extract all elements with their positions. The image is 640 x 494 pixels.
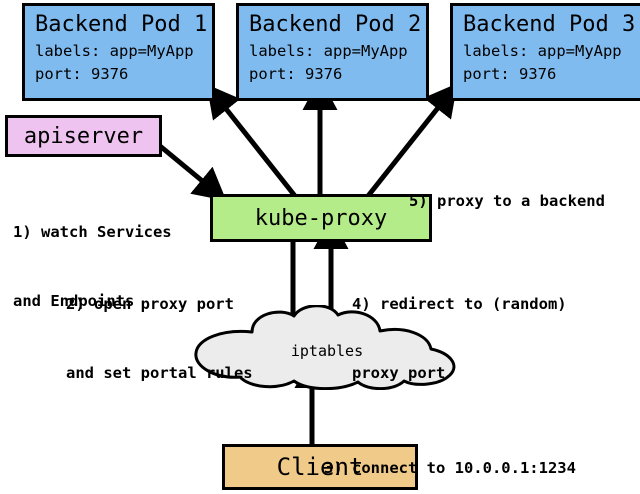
annotation-step-2-line-2: and set portal rules — [66, 364, 253, 382]
pod-3-title: Backend Pod 3 — [463, 12, 636, 37]
annotation-step-2: 2) open proxy port and set portal rules — [66, 247, 253, 431]
apiserver-node[interactable]: apiserver — [5, 115, 162, 157]
pod-3-labels: labels: app=MyApp — [463, 42, 622, 60]
annotation-step-3-line-1: 3) connect to 10.0.0.1:1234 — [324, 459, 576, 477]
annotation-step-4-line-2: proxy port — [352, 364, 446, 382]
annotation-step-4: 4) redirect to (random) proxy port — [352, 247, 567, 431]
client-label: Client — [276, 453, 364, 481]
backend-pod-1[interactable]: Backend Pod 1 labels: app=MyApp port: 93… — [22, 3, 215, 101]
pod-2-port: port: 9376 — [249, 65, 343, 83]
pod-1-labels: labels: app=MyApp — [35, 42, 194, 60]
annotation-step-2-line-1: 2) open proxy port — [66, 295, 234, 313]
annotation-step-4-line-1: 4) redirect to (random) — [352, 295, 567, 313]
annotation-step-1-line-1: 1) watch Services — [13, 223, 172, 241]
kube-proxy-node[interactable]: kube-proxy — [210, 194, 432, 242]
annotation-step-3: 3) connect to 10.0.0.1:1234 — [324, 411, 576, 494]
pod-2-title: Backend Pod 2 — [249, 12, 422, 37]
annotation-step-5-line-1: 5) proxy to a backend — [409, 192, 605, 210]
pod-2-labels: labels: app=MyApp — [249, 42, 408, 60]
arrow-kubeproxy-to-pod1 — [206, 84, 297, 198]
client-node[interactable]: Client — [222, 444, 418, 490]
annotation-step-1-line-2: and Endpoints — [13, 292, 135, 310]
annotation-step-1: 1) watch Services and Endpoints — [13, 175, 172, 359]
backend-pod-3[interactable]: Backend Pod 3 labels: app=MyApp port: 93… — [450, 3, 640, 101]
annotation-step-5: 5) proxy to a backend — [409, 144, 605, 259]
kube-proxy-label: kube-proxy — [254, 205, 388, 231]
backend-pod-2[interactable]: Backend Pod 2 labels: app=MyApp port: 93… — [236, 3, 429, 101]
apiserver-label: apiserver — [23, 123, 144, 149]
cloud-shape — [194, 304, 456, 391]
iptables-label: iptables — [290, 342, 364, 360]
iptables-cloud[interactable]: iptables — [188, 304, 466, 391]
pod-1-title: Backend Pod 1 — [35, 12, 208, 37]
pod-1-port: port: 9376 — [35, 65, 129, 83]
pod-3-port: port: 9376 — [463, 65, 557, 83]
